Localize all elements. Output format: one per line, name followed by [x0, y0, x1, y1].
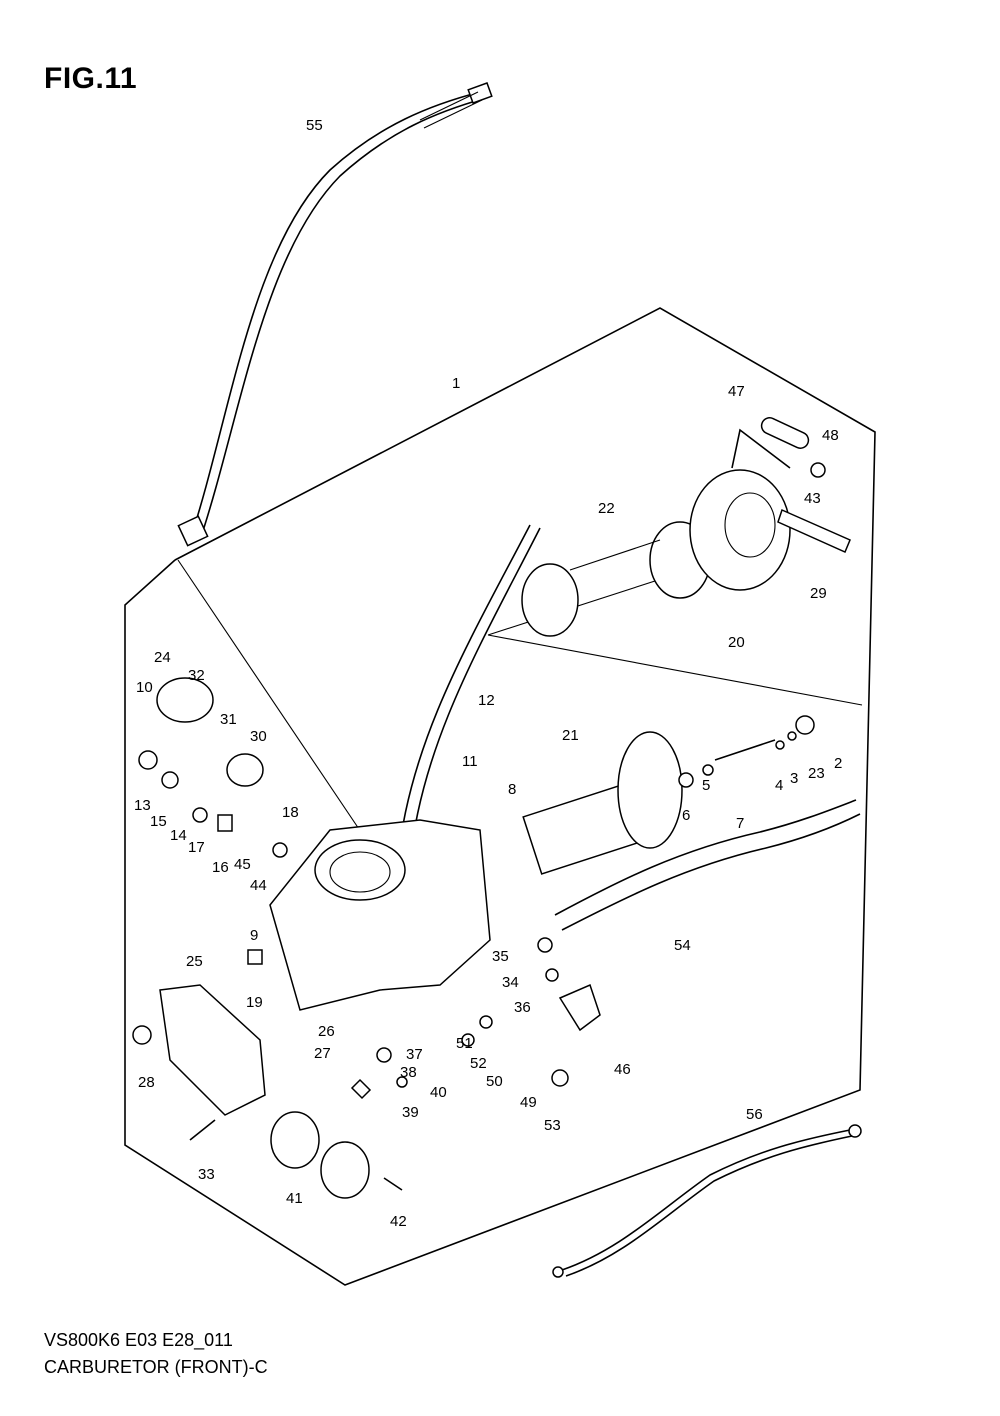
callout-28: 28: [138, 1074, 155, 1091]
float-41: [270, 1111, 370, 1199]
callout-15: 15: [150, 813, 167, 830]
callout-4: 4: [775, 777, 783, 794]
diaphragm-cover-20: [689, 469, 791, 591]
callout-38: 38: [400, 1064, 417, 1081]
callout-8: 8: [508, 781, 516, 798]
callout-6: 6: [682, 807, 690, 824]
callout-39: 39: [402, 1104, 419, 1121]
callout-22: 22: [598, 500, 615, 517]
callout-19: 19: [246, 994, 263, 1011]
callout-48: 48: [822, 427, 839, 444]
cable-56: [552, 1124, 862, 1278]
callout-17: 17: [188, 839, 205, 856]
callout-53: 53: [544, 1117, 561, 1134]
callout-1: 1: [452, 375, 460, 392]
callout-45: 45: [234, 856, 251, 873]
callout-44: 44: [250, 877, 267, 894]
callout-43: 43: [804, 490, 821, 507]
callout-25: 25: [186, 953, 203, 970]
callouts: 55 1 47 48 43 22 29 20 24 32 10 31 30 12…: [134, 117, 842, 1230]
callout-41: 41: [286, 1190, 303, 1207]
diagram-model-code: VS800K6 E03 E28_011: [44, 1330, 233, 1350]
callout-35: 35: [492, 948, 509, 965]
callout-30: 30: [250, 728, 267, 745]
piston-21: [522, 731, 683, 875]
callout-46: 46: [614, 1061, 631, 1078]
callout-42: 42: [390, 1213, 407, 1230]
callout-9: 9: [250, 927, 258, 944]
callout-52: 52: [470, 1055, 487, 1072]
callout-26: 26: [318, 1023, 335, 1040]
callout-36: 36: [514, 999, 531, 1016]
callout-51: 51: [456, 1035, 473, 1052]
callout-23: 23: [808, 765, 825, 782]
callout-31: 31: [220, 711, 237, 728]
callout-10: 10: [136, 679, 153, 696]
callout-34: 34: [502, 974, 519, 991]
callout-20: 20: [728, 634, 745, 651]
pin-48: [760, 417, 810, 449]
callout-2: 2: [834, 755, 842, 772]
callout-55: 55: [306, 117, 323, 134]
callout-40: 40: [430, 1084, 447, 1101]
callout-5: 5: [702, 777, 710, 794]
callout-12: 12: [478, 692, 495, 709]
figure-title: FIG.11: [44, 62, 138, 95]
callout-14: 14: [170, 827, 187, 844]
bracket-29: [777, 508, 851, 553]
callout-3: 3: [790, 770, 798, 787]
callout-13: 13: [134, 797, 151, 814]
callout-7: 7: [736, 815, 744, 832]
callout-27: 27: [314, 1045, 331, 1062]
float-chamber-25: [159, 984, 266, 1116]
carburetor-body: [269, 819, 491, 1011]
needle-7: [714, 739, 776, 761]
callout-56: 56: [746, 1106, 763, 1123]
callout-24: 24: [154, 649, 171, 666]
callout-11: 11: [462, 753, 478, 770]
callout-21: 21: [562, 727, 579, 744]
callout-33: 33: [198, 1166, 215, 1183]
callout-37: 37: [406, 1046, 423, 1063]
assembly-outline: [124, 307, 876, 1286]
callout-32: 32: [188, 667, 205, 684]
vent-hose-12: [397, 524, 541, 863]
callout-47: 47: [728, 383, 745, 400]
small-parts: [132, 462, 826, 1191]
diagram-name: CARBURETOR (FRONT)-C: [44, 1357, 268, 1377]
clip-47: [731, 428, 791, 469]
throttle-cable-55: [177, 82, 493, 547]
callout-29: 29: [810, 585, 827, 602]
callout-49: 49: [520, 1094, 537, 1111]
callout-54: 54: [674, 937, 691, 954]
callout-16: 16: [212, 859, 229, 876]
callout-50: 50: [486, 1073, 503, 1090]
drain-hose-54: [554, 799, 861, 931]
spring-22: [521, 521, 711, 637]
callout-18: 18: [282, 804, 299, 821]
